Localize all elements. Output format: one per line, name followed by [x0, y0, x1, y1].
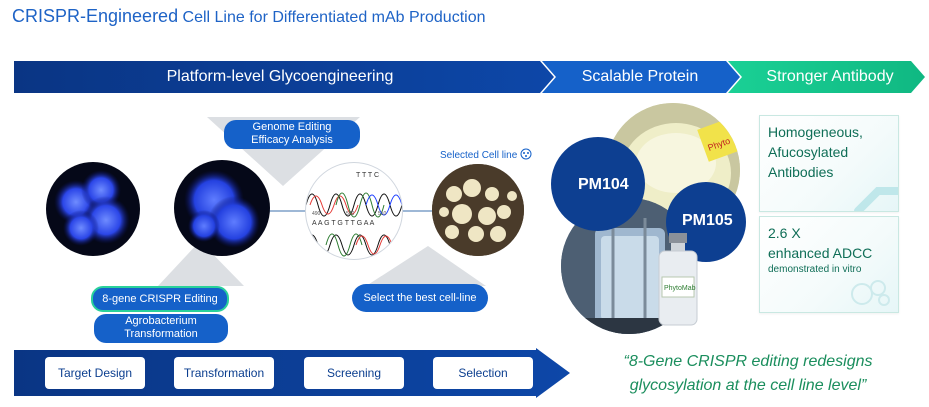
- step-target-design: Target Design: [45, 357, 145, 389]
- trace-lower-red: [355, 235, 393, 255]
- homogeneous-text: Homogeneous, Afucosylated Antibodies: [768, 122, 863, 182]
- quote-line1: “8-Gene CRISPR editing redesigns: [623, 353, 873, 370]
- left-bottom-triangle: [158, 241, 244, 286]
- card1-line1: Homogeneous,: [768, 124, 863, 140]
- adcc-text: 2.6 X enhanced ADCC demonstrated in vitr…: [768, 223, 872, 277]
- card1-line3: Antibodies: [768, 164, 834, 180]
- tick-490: 490: [312, 211, 321, 217]
- agrobacterium-line2: Transformation: [124, 328, 198, 340]
- page-title: CRISPR-Engineered Cell Line for Differen…: [12, 6, 486, 27]
- title-rest: Cell Line for Differentiated mAb Product…: [178, 9, 486, 26]
- microscopy-image-1: [46, 162, 140, 256]
- cell-clusters-icon: [432, 164, 524, 256]
- right-bottom-triangle: [366, 246, 486, 286]
- benefit-card-homogeneous: Homogeneous, Afucosylated Antibodies: [759, 115, 899, 212]
- selected-cell-line-label: Selected Cell line: [440, 148, 532, 161]
- vial-icon: PhytoMab: [658, 233, 698, 326]
- bubbles-decoration-icon: [851, 280, 890, 306]
- agrobacterium-line1: Agrobacterium: [125, 315, 197, 327]
- top-banner: [14, 61, 925, 93]
- quote-line2: glycosylation at the cell line level”: [629, 377, 867, 394]
- cell-line-image: [432, 164, 524, 256]
- vial-image: PhytoMab: [655, 233, 701, 327]
- dna-sequence-icon: T T T C 490 500 510 A A G T G T T G A A: [306, 172, 402, 257]
- trace-lower-green: [325, 233, 363, 257]
- step-screening: Screening: [304, 357, 404, 389]
- card2-line2: enhanced ADCC: [768, 245, 873, 261]
- microscopy-image-2: [174, 160, 270, 256]
- crispr-editing-pill: 8-gene CRISPR Editing: [91, 286, 229, 312]
- platform-arrow: [14, 61, 554, 93]
- process-arrow: [14, 348, 570, 398]
- trace-blue: [365, 194, 402, 216]
- card2-sub: demonstrated in vitro: [768, 264, 862, 275]
- chromatogram-image: T T T C 490 500 510 A A G T G T T G A A: [305, 162, 403, 260]
- trace-black: [306, 193, 402, 217]
- stronger-arrow: [728, 61, 925, 93]
- select-best-pill: Select the best cell-line: [352, 284, 488, 312]
- molecule-icon: [520, 148, 532, 160]
- pm104-label: PM104: [578, 176, 629, 193]
- banner-stronger-label: Stronger Antibody: [766, 68, 894, 85]
- vial-label: PhytoMab: [664, 285, 696, 292]
- banner-scalable-label: Scalable Protein: [581, 68, 699, 85]
- chromatogram-bottom-letters: A A G T G T T G A A: [312, 220, 375, 227]
- genome-editing-pill: Genome Editing Efficacy Analysis: [224, 120, 360, 149]
- step-selection: Selection: [433, 357, 533, 389]
- tick-500: 500: [346, 211, 355, 217]
- card2-line1: 2.6 X: [768, 225, 801, 241]
- quote-text: “8-Gene CRISPR editing redesigns glycosy…: [598, 350, 898, 398]
- genome-editing-line2: Efficacy Analysis: [251, 134, 333, 146]
- card1-line2: Afucosylated: [768, 144, 849, 160]
- trace-red: [309, 195, 359, 215]
- benefit-card-adcc: 2.6 X enhanced ADCC demonstrated in vitr…: [759, 216, 899, 313]
- step-transformation: Transformation: [174, 357, 274, 389]
- antibody-decoration-icon: [854, 187, 898, 211]
- chromatogram-top-letters: T T T C: [356, 172, 379, 179]
- trace-green: [335, 192, 385, 218]
- agrobacterium-pill: Agrobacterium Transformation: [94, 314, 228, 343]
- selected-cell-line-text: Selected Cell line: [440, 150, 518, 161]
- fluorescent-cells-icon: [54, 170, 130, 246]
- transformed-cells-icon: [184, 170, 260, 248]
- pm104-badge: [551, 137, 645, 231]
- scalable-arrow: [542, 61, 740, 93]
- title-strong: CRISPR-Engineered: [12, 6, 179, 26]
- tick-510: 510: [378, 211, 387, 217]
- pm105-label: PM105: [682, 212, 733, 229]
- genome-editing-line1: Genome Editing: [252, 121, 332, 133]
- banner-platform-label: Platform-level Glycoengineering: [166, 68, 394, 85]
